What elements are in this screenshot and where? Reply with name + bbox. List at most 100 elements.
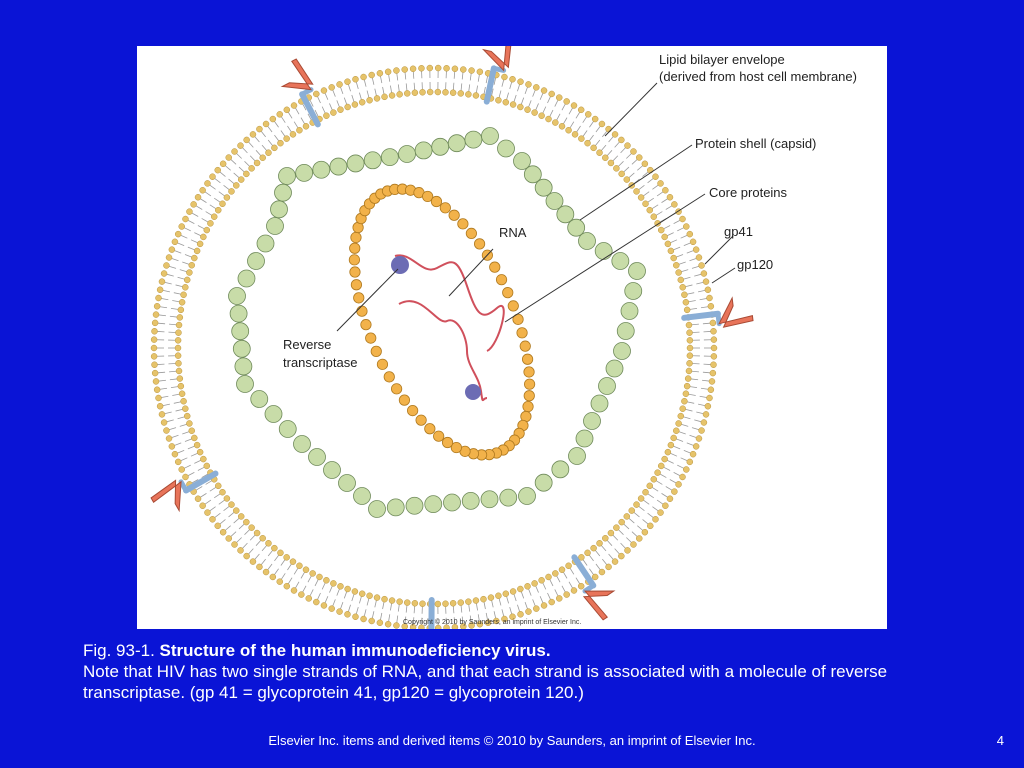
lipid-head (168, 246, 176, 253)
capsid-bead (323, 461, 341, 479)
lipid-head (352, 75, 359, 83)
lipid-head (276, 578, 283, 585)
lipid-head (650, 213, 658, 220)
lipid-head (188, 262, 195, 269)
leader-rna (448, 248, 494, 297)
lipid-head (289, 558, 297, 565)
lipid-head (710, 336, 718, 343)
lipid-head (667, 441, 675, 449)
lipid-head (677, 412, 685, 420)
lipid-head (336, 608, 343, 615)
lipid-head (283, 106, 291, 114)
lipid-head (708, 378, 716, 385)
lipid-head (276, 111, 283, 118)
gp41-stalk (183, 470, 219, 494)
lipid-head (283, 135, 290, 142)
gp120-knob (481, 46, 512, 72)
core-protein-bead (348, 254, 361, 266)
lipid-head (271, 144, 278, 152)
gp41-stalk (483, 65, 497, 105)
lipid-head (685, 367, 693, 375)
lipid-head (584, 139, 591, 147)
lipid-head (683, 382, 691, 390)
capsid-bead (234, 357, 253, 376)
lipid-head (682, 390, 690, 397)
lipid-head (320, 602, 328, 609)
lipid-head (330, 580, 337, 587)
lipid-head (256, 125, 263, 133)
lipid-head (637, 495, 645, 502)
capsid-bead (578, 232, 596, 250)
lipid-head (664, 448, 672, 456)
label-capsid: Protein shell (capsid) (695, 136, 816, 151)
lipid-head (548, 598, 555, 606)
lipid-head (652, 516, 659, 523)
lipid-head (449, 89, 457, 96)
lipid-head (330, 109, 337, 116)
lipid-head (209, 173, 216, 180)
core-protein-bead (523, 366, 535, 378)
rna-strand-2 (398, 300, 488, 402)
lipid-head (269, 115, 277, 123)
lipid-head (654, 469, 661, 476)
lipid-head (426, 88, 434, 96)
lipid-head (596, 149, 603, 156)
capsid-bead (270, 200, 288, 219)
lipid-head (524, 583, 531, 590)
lipid-head (702, 278, 710, 285)
lipid-head (381, 93, 388, 101)
lipid-head (175, 367, 183, 375)
lipid-head (682, 299, 690, 306)
lipid-head (681, 397, 688, 405)
lipid-head (460, 623, 467, 629)
lipid-head (165, 435, 173, 442)
lipid-head (174, 344, 182, 352)
core-protein-bead (450, 441, 462, 454)
lipid-head (517, 78, 524, 85)
lipid-head (183, 276, 191, 284)
lipid-head (633, 501, 640, 508)
lipid-head (344, 78, 351, 85)
lipid-head (707, 386, 715, 393)
capsid-bead (329, 157, 348, 176)
lipid-head (366, 96, 373, 104)
lipid-head (151, 319, 159, 327)
lipid-head (591, 573, 599, 581)
lipid-head (337, 583, 344, 590)
lipid-head (352, 613, 359, 621)
lipid-head (590, 544, 597, 552)
lipid-head (457, 90, 465, 97)
lipid-head (484, 619, 492, 626)
lipid-head (271, 544, 278, 552)
lipid-head (525, 81, 532, 88)
lipid-head (214, 166, 221, 174)
glycoprotein-complex (428, 596, 435, 629)
lipid-head (231, 148, 238, 155)
lipid-head (193, 247, 201, 255)
lipid-head (686, 352, 694, 359)
capsid-bead (534, 473, 553, 492)
lipid-head (182, 405, 189, 412)
capsid-bead (590, 394, 609, 413)
lipid-head (176, 375, 184, 382)
capsid-bead (363, 151, 382, 170)
lipid-head (570, 587, 578, 594)
lipid-head (178, 223, 185, 230)
core-protein-bead (349, 266, 361, 278)
lipid-head (623, 176, 631, 183)
core-protein-bead (424, 423, 436, 435)
label-lipid-envelope-2: (derived from host cell membrane) (659, 69, 857, 84)
capsid-protein-shell (228, 127, 646, 518)
lipid-head (296, 562, 303, 570)
lipid-head (215, 482, 222, 490)
lipid-head (153, 386, 161, 393)
capsid-bead (461, 491, 480, 510)
label-rna: RNA (499, 225, 527, 240)
label-gp120: gp120 (737, 257, 773, 272)
lipid-head (675, 269, 682, 276)
lipid-head (545, 115, 552, 123)
lipid-head (178, 299, 186, 306)
core-protein-bead (370, 345, 382, 357)
lipid-head (531, 580, 538, 587)
lipid-head (605, 563, 612, 571)
